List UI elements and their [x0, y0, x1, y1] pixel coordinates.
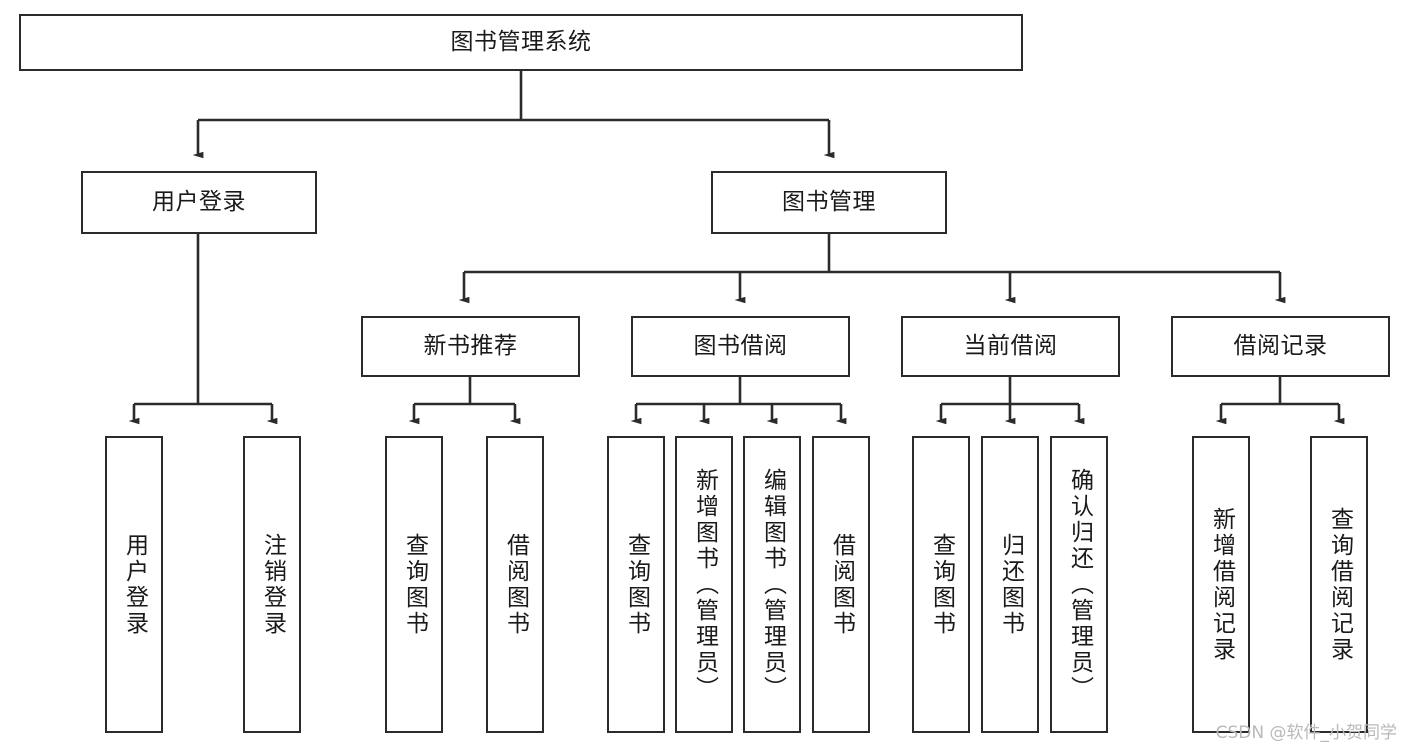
node-borrow-record[interactable]: 借阅记录	[1171, 316, 1390, 377]
node-book-borrow-label: 图书借阅	[693, 332, 788, 359]
node-leaf-return-book[interactable]: 归还图书	[981, 436, 1039, 733]
node-new-book-recommend-label: 新书推荐	[423, 332, 518, 359]
node-root-system-label: 图书管理系统	[450, 28, 592, 55]
node-leaf-logout-label: 注销登录	[259, 532, 286, 637]
node-root-system[interactable]: 图书管理系统	[19, 14, 1023, 71]
node-leaf-query-record-label: 查询借阅记录	[1326, 506, 1353, 663]
node-leaf-add-book-label: 新增图书（管理员）	[691, 467, 718, 702]
node-leaf-user-login-label: 用户登录	[121, 532, 148, 637]
node-leaf-edit-book[interactable]: 编辑图书（管理员）	[743, 436, 801, 733]
node-user-login-label: 用户登录	[152, 188, 246, 215]
node-leaf-borrow-book-1-label: 借阅图书	[502, 532, 529, 637]
node-leaf-add-book[interactable]: 新增图书（管理员）	[675, 436, 733, 733]
node-user-login[interactable]: 用户登录	[81, 171, 317, 234]
node-leaf-logout[interactable]: 注销登录	[243, 436, 301, 733]
node-leaf-query-book-3[interactable]: 查询图书	[912, 436, 970, 733]
node-leaf-borrow-book-1[interactable]: 借阅图书	[486, 436, 544, 733]
node-leaf-borrow-book-2-label: 借阅图书	[828, 532, 855, 637]
node-book-management[interactable]: 图书管理	[711, 171, 947, 234]
node-new-book-recommend[interactable]: 新书推荐	[361, 316, 580, 377]
node-leaf-query-record[interactable]: 查询借阅记录	[1310, 436, 1368, 733]
node-borrow-record-label: 借阅记录	[1233, 332, 1328, 359]
node-leaf-query-book-2-label: 查询图书	[623, 532, 650, 637]
node-leaf-query-book-2[interactable]: 查询图书	[607, 436, 665, 733]
node-leaf-add-record-label: 新增借阅记录	[1208, 506, 1235, 663]
node-leaf-borrow-book-2[interactable]: 借阅图书	[812, 436, 870, 733]
node-leaf-query-book-3-label: 查询图书	[928, 532, 955, 637]
node-leaf-edit-book-label: 编辑图书（管理员）	[759, 467, 786, 702]
node-book-management-label: 图书管理	[782, 188, 876, 215]
node-book-borrow[interactable]: 图书借阅	[631, 316, 850, 377]
node-leaf-query-book-1-label: 查询图书	[401, 532, 428, 637]
node-leaf-query-book-1[interactable]: 查询图书	[385, 436, 443, 733]
node-leaf-user-login[interactable]: 用户登录	[105, 436, 163, 733]
node-leaf-confirm-return-label: 确认归还（管理员）	[1066, 467, 1093, 702]
node-leaf-return-book-label: 归还图书	[997, 532, 1024, 637]
node-leaf-add-record[interactable]: 新增借阅记录	[1192, 436, 1250, 733]
node-current-borrow[interactable]: 当前借阅	[901, 316, 1120, 377]
node-current-borrow-label: 当前借阅	[963, 332, 1058, 359]
node-leaf-confirm-return[interactable]: 确认归还（管理员）	[1050, 436, 1108, 733]
